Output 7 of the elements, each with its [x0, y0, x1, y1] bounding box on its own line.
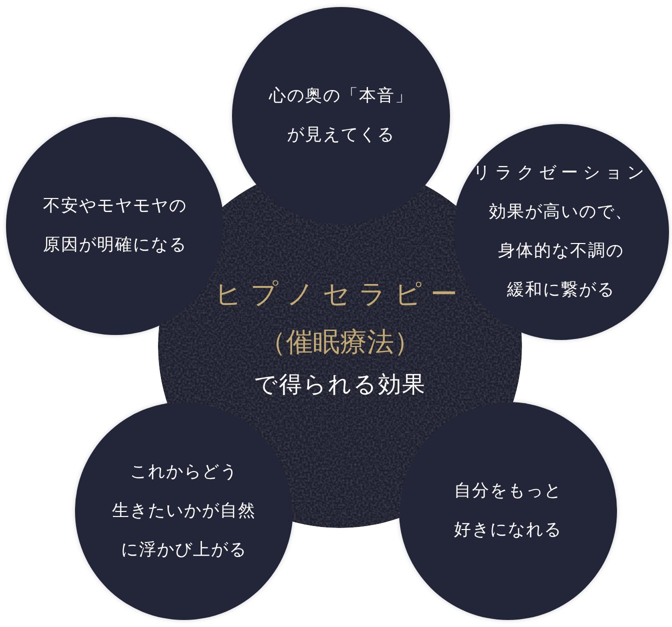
benefit-text: 不安やモヤモヤの原因が明確になる [43, 195, 187, 257]
benefit-text: これからどう生きたいかが自然に浮かび上がる [112, 460, 256, 562]
subtitle-text: で得られる効果 [254, 371, 426, 400]
benefit-text: リラクゼーション効果が高いので、身体的な不調の緩和に繋がる [473, 162, 649, 302]
benefit-text: 自分をもっと好きになれる [454, 480, 562, 542]
title-text: ヒプノセラピー（催眠療法） [214, 278, 466, 360]
benefit-text: 心の奥の「本音」が見えてくる [269, 85, 413, 147]
